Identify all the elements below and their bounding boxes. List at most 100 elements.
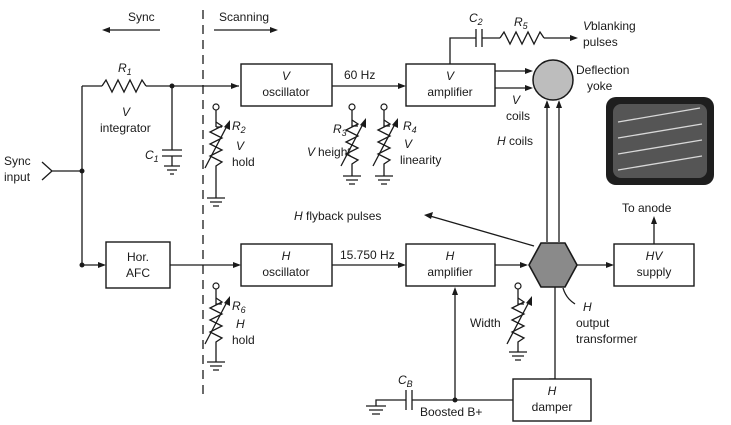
- v-oscillator-block: [240, 63, 333, 107]
- r6-variable-arrow: [204, 299, 229, 345]
- v-integrator-v: V: [122, 105, 131, 119]
- width-ground: [509, 351, 527, 361]
- c1-label: C1: [145, 148, 159, 164]
- arrow-head: [231, 83, 239, 89]
- r3-ground: [343, 175, 361, 185]
- deflection-yoke-label-1: Deflection: [576, 63, 629, 77]
- r6-hold-label: hold: [232, 333, 255, 347]
- boosted-b-line: [454, 290, 513, 401]
- crt-scan-lines: [617, 107, 703, 171]
- width-label: Width: [470, 316, 501, 330]
- h-flyback-label: H flyback pulses: [294, 209, 381, 223]
- r4-arrow-head: [392, 118, 398, 128]
- r2-arrow-head: [224, 120, 230, 130]
- r4-resistor: [376, 119, 392, 176]
- width-resistor: [510, 297, 526, 352]
- v-integrator-label: integrator: [100, 121, 151, 135]
- sync-input-label-1: Sync: [4, 154, 31, 168]
- v-blanking-label-1: blanking: [591, 19, 636, 33]
- r2-ground: [207, 197, 225, 207]
- flyback-arrow-head: [424, 212, 433, 219]
- arrow-head: [570, 35, 578, 41]
- hor-afc-label-1: Hor.: [127, 250, 149, 264]
- h-damper-h: H: [548, 384, 557, 398]
- boosted-b-label: Boosted B+: [420, 405, 482, 419]
- r4-linearity-label: linearity: [400, 153, 441, 167]
- r1-resistor: [101, 78, 147, 94]
- r3-terminal: [348, 103, 356, 111]
- width-variable-arrow: [506, 299, 531, 345]
- r2-hold-label: hold: [232, 155, 255, 169]
- h-coil-lines: [546, 103, 560, 242]
- arrow-head: [556, 100, 562, 108]
- r2-v: V: [236, 139, 245, 153]
- r6-h: H: [236, 317, 245, 331]
- r3-v: V: [307, 145, 316, 159]
- h-output-label-1: output: [576, 316, 610, 330]
- v-amplifier-block: [405, 63, 496, 107]
- width-pot-top: [517, 289, 524, 305]
- deflection-yoke-label-2: yoke: [587, 79, 613, 93]
- v-blanking-label-2: pulses: [583, 35, 618, 49]
- v-blanking-v: V: [583, 19, 592, 33]
- h-output-transformer: [528, 242, 578, 288]
- hv-supply-block: [613, 243, 695, 287]
- cb-capacitor-ground: [366, 390, 455, 415]
- to-anode-label: To anode: [622, 201, 672, 215]
- junction-dot: [79, 168, 85, 174]
- h-amplifier-label: amplifier: [427, 265, 472, 279]
- sync-arrow-head: [102, 27, 110, 33]
- r1-label: R1: [118, 61, 132, 77]
- r2-variable-arrow: [204, 123, 229, 169]
- r6-pot-top: [215, 289, 222, 305]
- scanning-arrow-head: [270, 27, 278, 33]
- c1-capacitor-ground: [162, 86, 182, 175]
- arrow-head: [520, 262, 528, 268]
- r6-terminal: [212, 282, 220, 290]
- h-output-label-2: transformer: [576, 332, 637, 346]
- arrow-head: [398, 83, 406, 89]
- r2-resistor: [208, 121, 224, 198]
- v-oscillator-v: V: [282, 69, 291, 83]
- r5-resistor: [499, 30, 545, 46]
- hv-supply-hv: HV: [646, 249, 664, 263]
- arrow-head: [98, 262, 106, 268]
- arrow-head: [398, 262, 406, 268]
- r4-ground: [375, 175, 393, 185]
- arrow-head: [525, 85, 533, 91]
- r4-terminal: [380, 103, 388, 111]
- h-damper-block: [512, 378, 592, 422]
- sync-header: Sync: [128, 10, 155, 24]
- h-damper-label: damper: [532, 400, 573, 414]
- deflection-yoke: [532, 59, 574, 101]
- junction-dot: [79, 262, 85, 268]
- r4-v: V: [404, 137, 413, 151]
- h-oscillator-h: H: [282, 249, 291, 263]
- arrow-head: [544, 100, 550, 108]
- r3-pot-top: [351, 110, 358, 127]
- h-oscillator-block: [240, 243, 333, 287]
- r3-variable-arrow: [340, 121, 365, 167]
- r3-height-label: height: [318, 145, 351, 159]
- c2-label: C2: [469, 11, 483, 27]
- h-amplifier-h: H: [446, 249, 455, 263]
- c2-capacitor: [449, 29, 500, 64]
- r6-label: R6: [232, 299, 246, 315]
- hv-supply-label: supply: [637, 265, 672, 279]
- hor-afc-block: [105, 241, 171, 289]
- width-arrow-head: [526, 296, 532, 306]
- r3-arrow-head: [360, 118, 366, 128]
- r3-label: R3: [333, 122, 347, 138]
- sync-input-connector: [41, 161, 82, 181]
- r4-pot-top: [383, 110, 390, 127]
- arrow-head: [651, 216, 657, 224]
- arrow-head: [452, 287, 458, 295]
- r4-variable-arrow: [372, 121, 397, 167]
- transformer-leader: [562, 287, 576, 305]
- cb-label: CB: [398, 373, 413, 389]
- flyback-arrow-line: [429, 215, 535, 247]
- v-coils-label: coils: [506, 109, 530, 123]
- freq-60-label: 60 Hz: [344, 68, 375, 82]
